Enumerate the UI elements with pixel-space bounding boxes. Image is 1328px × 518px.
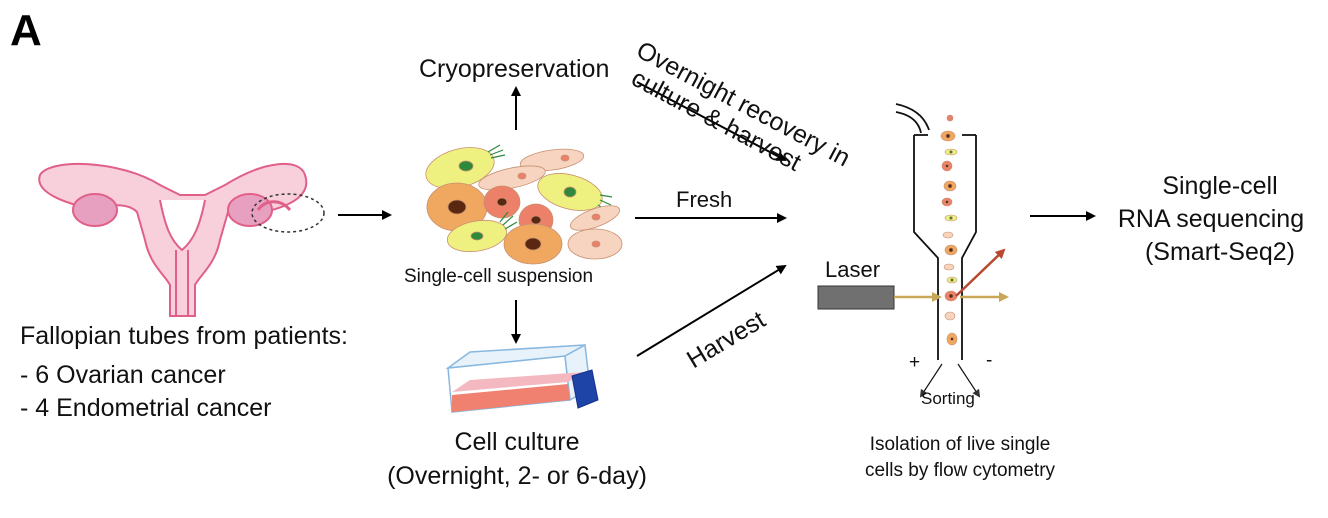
panel-label: A [10,6,42,55]
source-item-endometrial: - 4 Endometrial cancer [20,394,272,422]
sorting-label: Sorting [921,389,975,408]
laser-box [817,285,895,310]
source-title: Fallopian tubes from patients: [20,322,348,350]
arrow-recovery [636,81,787,161]
suspension-label: Single-cell suspension [404,266,594,287]
sequencing-line2: RNA sequencing [1117,205,1305,233]
sort-plus-label: + [909,352,921,373]
sequencing-line3: (Smart-Seq2) [1144,238,1296,266]
flow-cytometer [895,103,981,398]
cytometry-caption-line1: Isolation of live single [869,434,1051,455]
cell-cluster [425,144,623,265]
flowing-cells [940,114,958,346]
scattered-beam [955,248,1006,297]
sort-minus-label: - [986,350,993,371]
sequencing-line1: Single-cell [1162,172,1278,200]
laser-label: Laser [825,257,881,282]
culture-detail: (Overnight, 2- or 6-day) [387,462,647,490]
uterus-illustration [38,162,308,317]
cryopreservation-label: Cryopreservation [419,55,610,83]
fimbriae-highlight-circle [251,193,325,233]
culture-label: Cell culture [454,428,580,456]
cytometry-caption-line2: cells by flow cytometry [864,460,1056,481]
source-item-ovarian: - 6 Ovarian cancer [20,361,226,389]
fresh-label: Fresh [676,187,733,212]
arrow-harvest [636,264,787,357]
culture-flask [445,343,599,413]
